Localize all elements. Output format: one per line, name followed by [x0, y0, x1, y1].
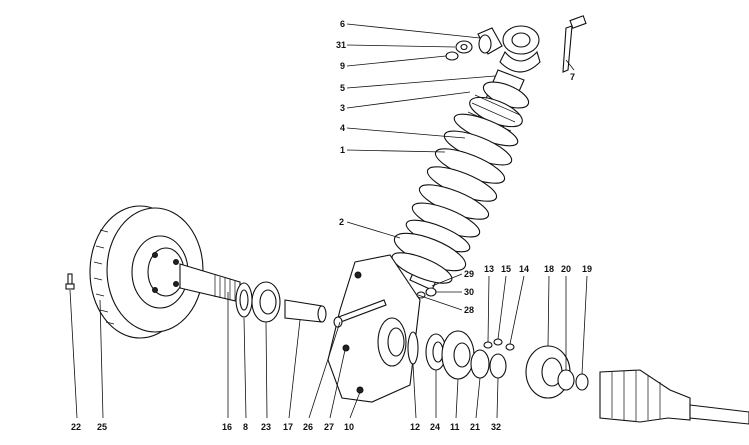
- label-26: 26: [303, 422, 313, 432]
- label-31: 31: [336, 40, 346, 50]
- nut-20: [557, 369, 575, 391]
- label-21: 21: [470, 422, 480, 432]
- bearing-8: [235, 282, 253, 318]
- nut-15: [493, 338, 503, 346]
- label-2: 2: [339, 217, 344, 227]
- label-14: 14: [519, 264, 529, 274]
- label-27: 27: [324, 422, 334, 432]
- nut-31: [455, 40, 473, 54]
- label-28: 28: [464, 305, 474, 315]
- upright: [327, 254, 421, 403]
- seal-12: [407, 331, 419, 365]
- label-9: 9: [340, 61, 345, 71]
- nut-13: [483, 341, 493, 349]
- nut-19: [575, 373, 589, 391]
- wheel-stud-22: [65, 273, 75, 290]
- bolt-7: [562, 15, 587, 73]
- label-23: 23: [261, 422, 271, 432]
- bearing-23: [251, 281, 281, 323]
- label-16: 16: [222, 422, 232, 432]
- label-6: 6: [340, 19, 345, 29]
- label-18: 18: [544, 264, 554, 274]
- label-7: 7: [570, 72, 575, 82]
- label-24: 24: [430, 422, 440, 432]
- ring-21: [470, 349, 490, 379]
- washer-9: [445, 51, 459, 61]
- nut-30: [425, 287, 437, 297]
- label-12: 12: [410, 422, 420, 432]
- label-11: 11: [450, 422, 460, 432]
- spring-seat: [391, 232, 467, 284]
- label-8: 8: [243, 422, 248, 432]
- label-30: 30: [464, 287, 474, 297]
- ring-32: [489, 353, 507, 379]
- coil-spring: [405, 113, 519, 253]
- hub-flange-11: [441, 330, 475, 380]
- label-22: 22: [71, 422, 81, 432]
- top-mount-eye: [499, 25, 541, 73]
- label-15: 15: [501, 264, 511, 274]
- leader-lines: [69, 23, 588, 419]
- bolt-26: [333, 299, 387, 328]
- spacer-17: [284, 299, 327, 323]
- brake-disc: [89, 205, 204, 339]
- label-19: 19: [582, 264, 592, 274]
- label-1: 1: [340, 145, 345, 155]
- label-10: 10: [344, 422, 354, 432]
- label-13: 13: [484, 264, 494, 274]
- label-17: 17: [283, 422, 293, 432]
- label-25: 25: [97, 422, 107, 432]
- bushing-6: [477, 27, 503, 55]
- label-3: 3: [340, 103, 345, 113]
- label-4: 4: [340, 123, 345, 133]
- label-29: 29: [464, 269, 474, 279]
- label-32: 32: [491, 422, 501, 432]
- label-20: 20: [561, 264, 571, 274]
- nut-14: [505, 343, 515, 351]
- drive-shaft-boot: [599, 369, 749, 425]
- callout-labels: 6 31 9 5 3 4 1 7 2 29 30 28 13 15 14 18 …: [71, 19, 592, 432]
- label-5: 5: [340, 83, 345, 93]
